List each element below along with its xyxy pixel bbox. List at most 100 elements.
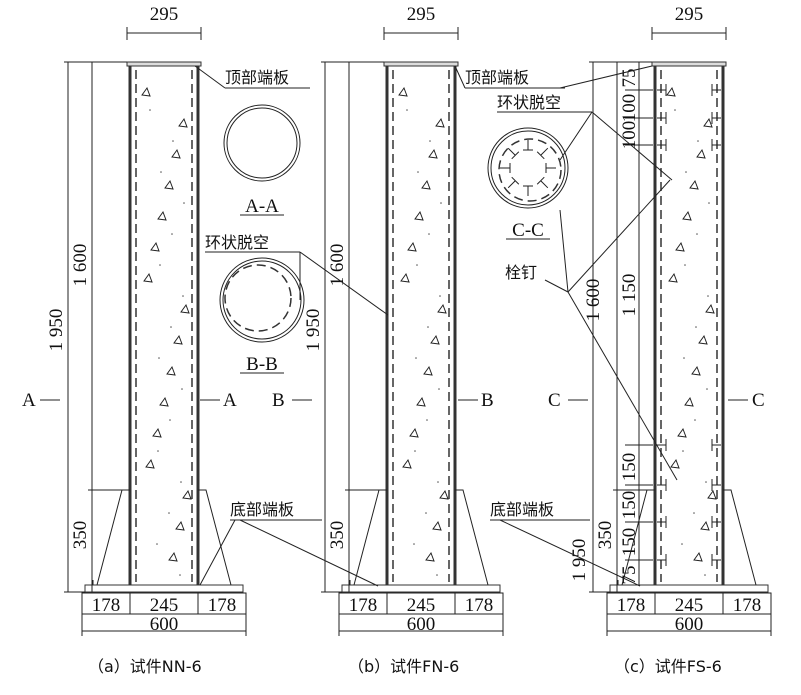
concrete-aggregate <box>150 241 160 252</box>
concrete-aggregate <box>677 427 687 438</box>
stud-icon <box>711 516 721 528</box>
concrete-aggregate <box>414 210 424 221</box>
label-top-plate-a: 顶部端板 <box>225 68 289 87</box>
dim-stud-spacing: 150 <box>619 491 640 520</box>
concrete-aggregate <box>141 86 151 97</box>
dim-top-width: 295 <box>407 4 436 25</box>
cut-mark-a-right: A <box>223 390 237 411</box>
section-a-a: A-A <box>223 104 301 217</box>
concrete-aggregate <box>166 365 176 376</box>
top-plate <box>651 61 727 67</box>
concrete-aggregate <box>423 365 433 376</box>
concrete-aggregate <box>430 334 440 345</box>
section-label-b: B-B <box>246 354 278 375</box>
dim-stud-bottom: 75 <box>619 566 640 585</box>
base-dim-cell: 178 <box>465 595 494 616</box>
concrete-aggregate <box>175 520 185 531</box>
dim-top-width: 295 <box>150 4 179 25</box>
stud-icon <box>711 112 721 124</box>
stud-icons <box>500 140 556 196</box>
concrete-aggregate <box>439 489 449 500</box>
base-dim-cell: 178 <box>733 595 762 616</box>
bottom-plate <box>341 584 501 593</box>
dim-stiffener-height: 350 <box>327 521 348 550</box>
concrete-aggregate <box>168 551 178 562</box>
cut-mark-c-right: C <box>752 390 765 411</box>
base-dim-total: 600 <box>675 614 704 635</box>
label-bottom-plate-a: 底部端板 <box>230 500 294 519</box>
stud-icon <box>711 84 721 96</box>
stud-icon <box>657 139 667 151</box>
label-top-plate-b: 顶部端板 <box>465 68 529 87</box>
dim-middle: 1 150 <box>619 274 640 317</box>
stud-icon <box>711 554 721 566</box>
dim-tube-height: 1 600 <box>70 244 91 287</box>
concrete-aggregate <box>435 117 445 128</box>
concrete-aggregate <box>400 272 410 283</box>
base-dim-cell: 245 <box>675 595 704 616</box>
concrete-aggregate <box>398 86 408 97</box>
label-void-b: 环状脱空 <box>205 233 269 252</box>
dim-stud-spacing: 100 <box>619 94 640 123</box>
dim-stud-top: 75 <box>619 69 640 88</box>
base-dim-cell: 245 <box>150 595 179 616</box>
concrete-aggregate <box>670 458 680 469</box>
bottom-plate <box>84 584 244 593</box>
stiffener-right <box>723 489 757 586</box>
concrete-aggregate <box>682 210 692 221</box>
concrete-aggregate <box>703 117 713 128</box>
stud-icon <box>711 479 721 491</box>
stud-icon <box>657 84 667 96</box>
concrete-aggregate <box>666 86 676 97</box>
base-dim-cell: 178 <box>349 595 378 616</box>
concrete-aggregate <box>178 117 188 128</box>
concrete-aggregate <box>180 303 190 314</box>
concrete-aggregate <box>421 179 431 190</box>
cut-mark-c-left: C <box>548 390 561 411</box>
concrete-aggregate <box>428 148 438 159</box>
section-b-b: B-B <box>219 257 305 375</box>
dim-tube-height: 1 600 <box>327 244 348 287</box>
base-dim-row <box>338 592 504 615</box>
base-dim-total: 600 <box>150 614 179 635</box>
concrete-aggregate <box>409 427 419 438</box>
stud-icon <box>657 516 667 528</box>
section-label-a: A-A <box>245 196 279 217</box>
concrete-aggregate <box>402 458 412 469</box>
concrete-aggregate <box>152 427 162 438</box>
stud-icon <box>657 112 667 124</box>
concrete-aggregate <box>675 241 685 252</box>
dim-stud-spacing: 150 <box>619 453 640 482</box>
label-void-c: 环状脱空 <box>497 93 561 112</box>
dim-total-height: 1 950 <box>303 309 324 352</box>
concrete-aggregate <box>173 334 183 345</box>
concrete-aggregate <box>684 396 694 407</box>
dim-top-width: 295 <box>675 4 704 25</box>
concrete-aggregate <box>691 365 701 376</box>
stiffener-left <box>349 489 387 586</box>
dim-stiffener-height: 350 <box>70 521 91 550</box>
cut-mark-a-left: A <box>22 390 36 411</box>
base-dim-cell: 178 <box>208 595 237 616</box>
caption-b: （b）试件FN-6 <box>348 657 459 676</box>
concrete-aggregate <box>432 520 442 531</box>
concrete-aggregate <box>668 272 678 283</box>
base-dim-cell: 178 <box>92 595 121 616</box>
base-dim-row <box>606 592 772 615</box>
section-c-c: C-C <box>487 127 569 241</box>
cut-mark-b-right: B <box>481 390 494 411</box>
concrete-aggregate <box>693 551 703 562</box>
dim-stiffener-height: 350 <box>595 521 616 550</box>
cut-mark-b-left: B <box>272 390 285 411</box>
concrete-aggregate <box>407 241 417 252</box>
top-plate <box>126 61 202 67</box>
stud-icon <box>711 439 721 451</box>
base-dim-row <box>81 592 247 615</box>
stud-icon <box>657 479 667 491</box>
concrete-aggregate <box>171 148 181 159</box>
stud-icon <box>711 139 721 151</box>
concrete-aggregate <box>437 303 447 314</box>
